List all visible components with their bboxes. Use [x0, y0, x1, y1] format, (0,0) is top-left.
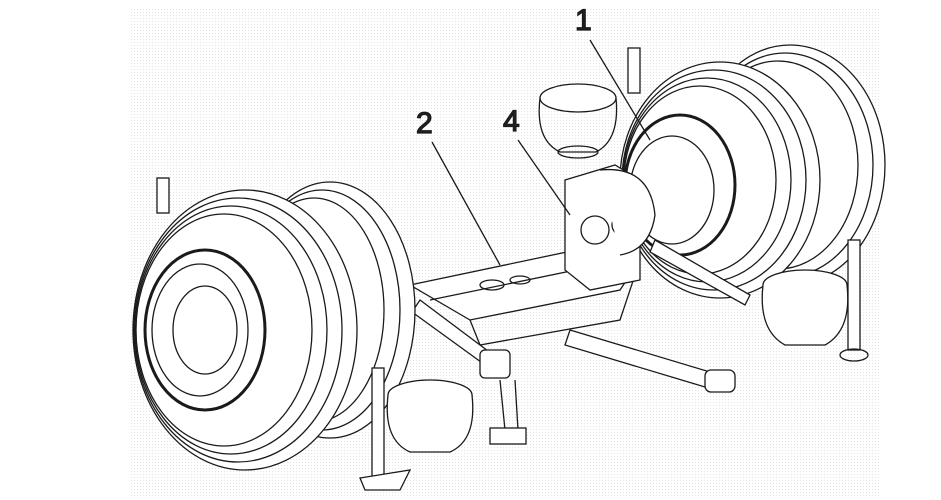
callout-4: 4 [502, 104, 571, 216]
control-arms [411, 239, 751, 445]
left-wheel [132, 181, 416, 471]
callout-label-1: 1 [575, 4, 592, 37]
callout-label-2: 2 [416, 107, 433, 140]
air-spring-front [386, 379, 474, 453]
air-spring-rear-left [538, 83, 618, 159]
right-wheel [619, 44, 886, 299]
air-spring-rear-right [761, 269, 849, 346]
callout-1: 1 [574, 3, 651, 141]
callout-2: 2 [415, 106, 501, 266]
shock-absorber-front [156, 177, 412, 491]
callout-label-4: 4 [503, 105, 520, 138]
shock-absorber-rear [627, 47, 869, 362]
differential-bracket [564, 164, 656, 291]
